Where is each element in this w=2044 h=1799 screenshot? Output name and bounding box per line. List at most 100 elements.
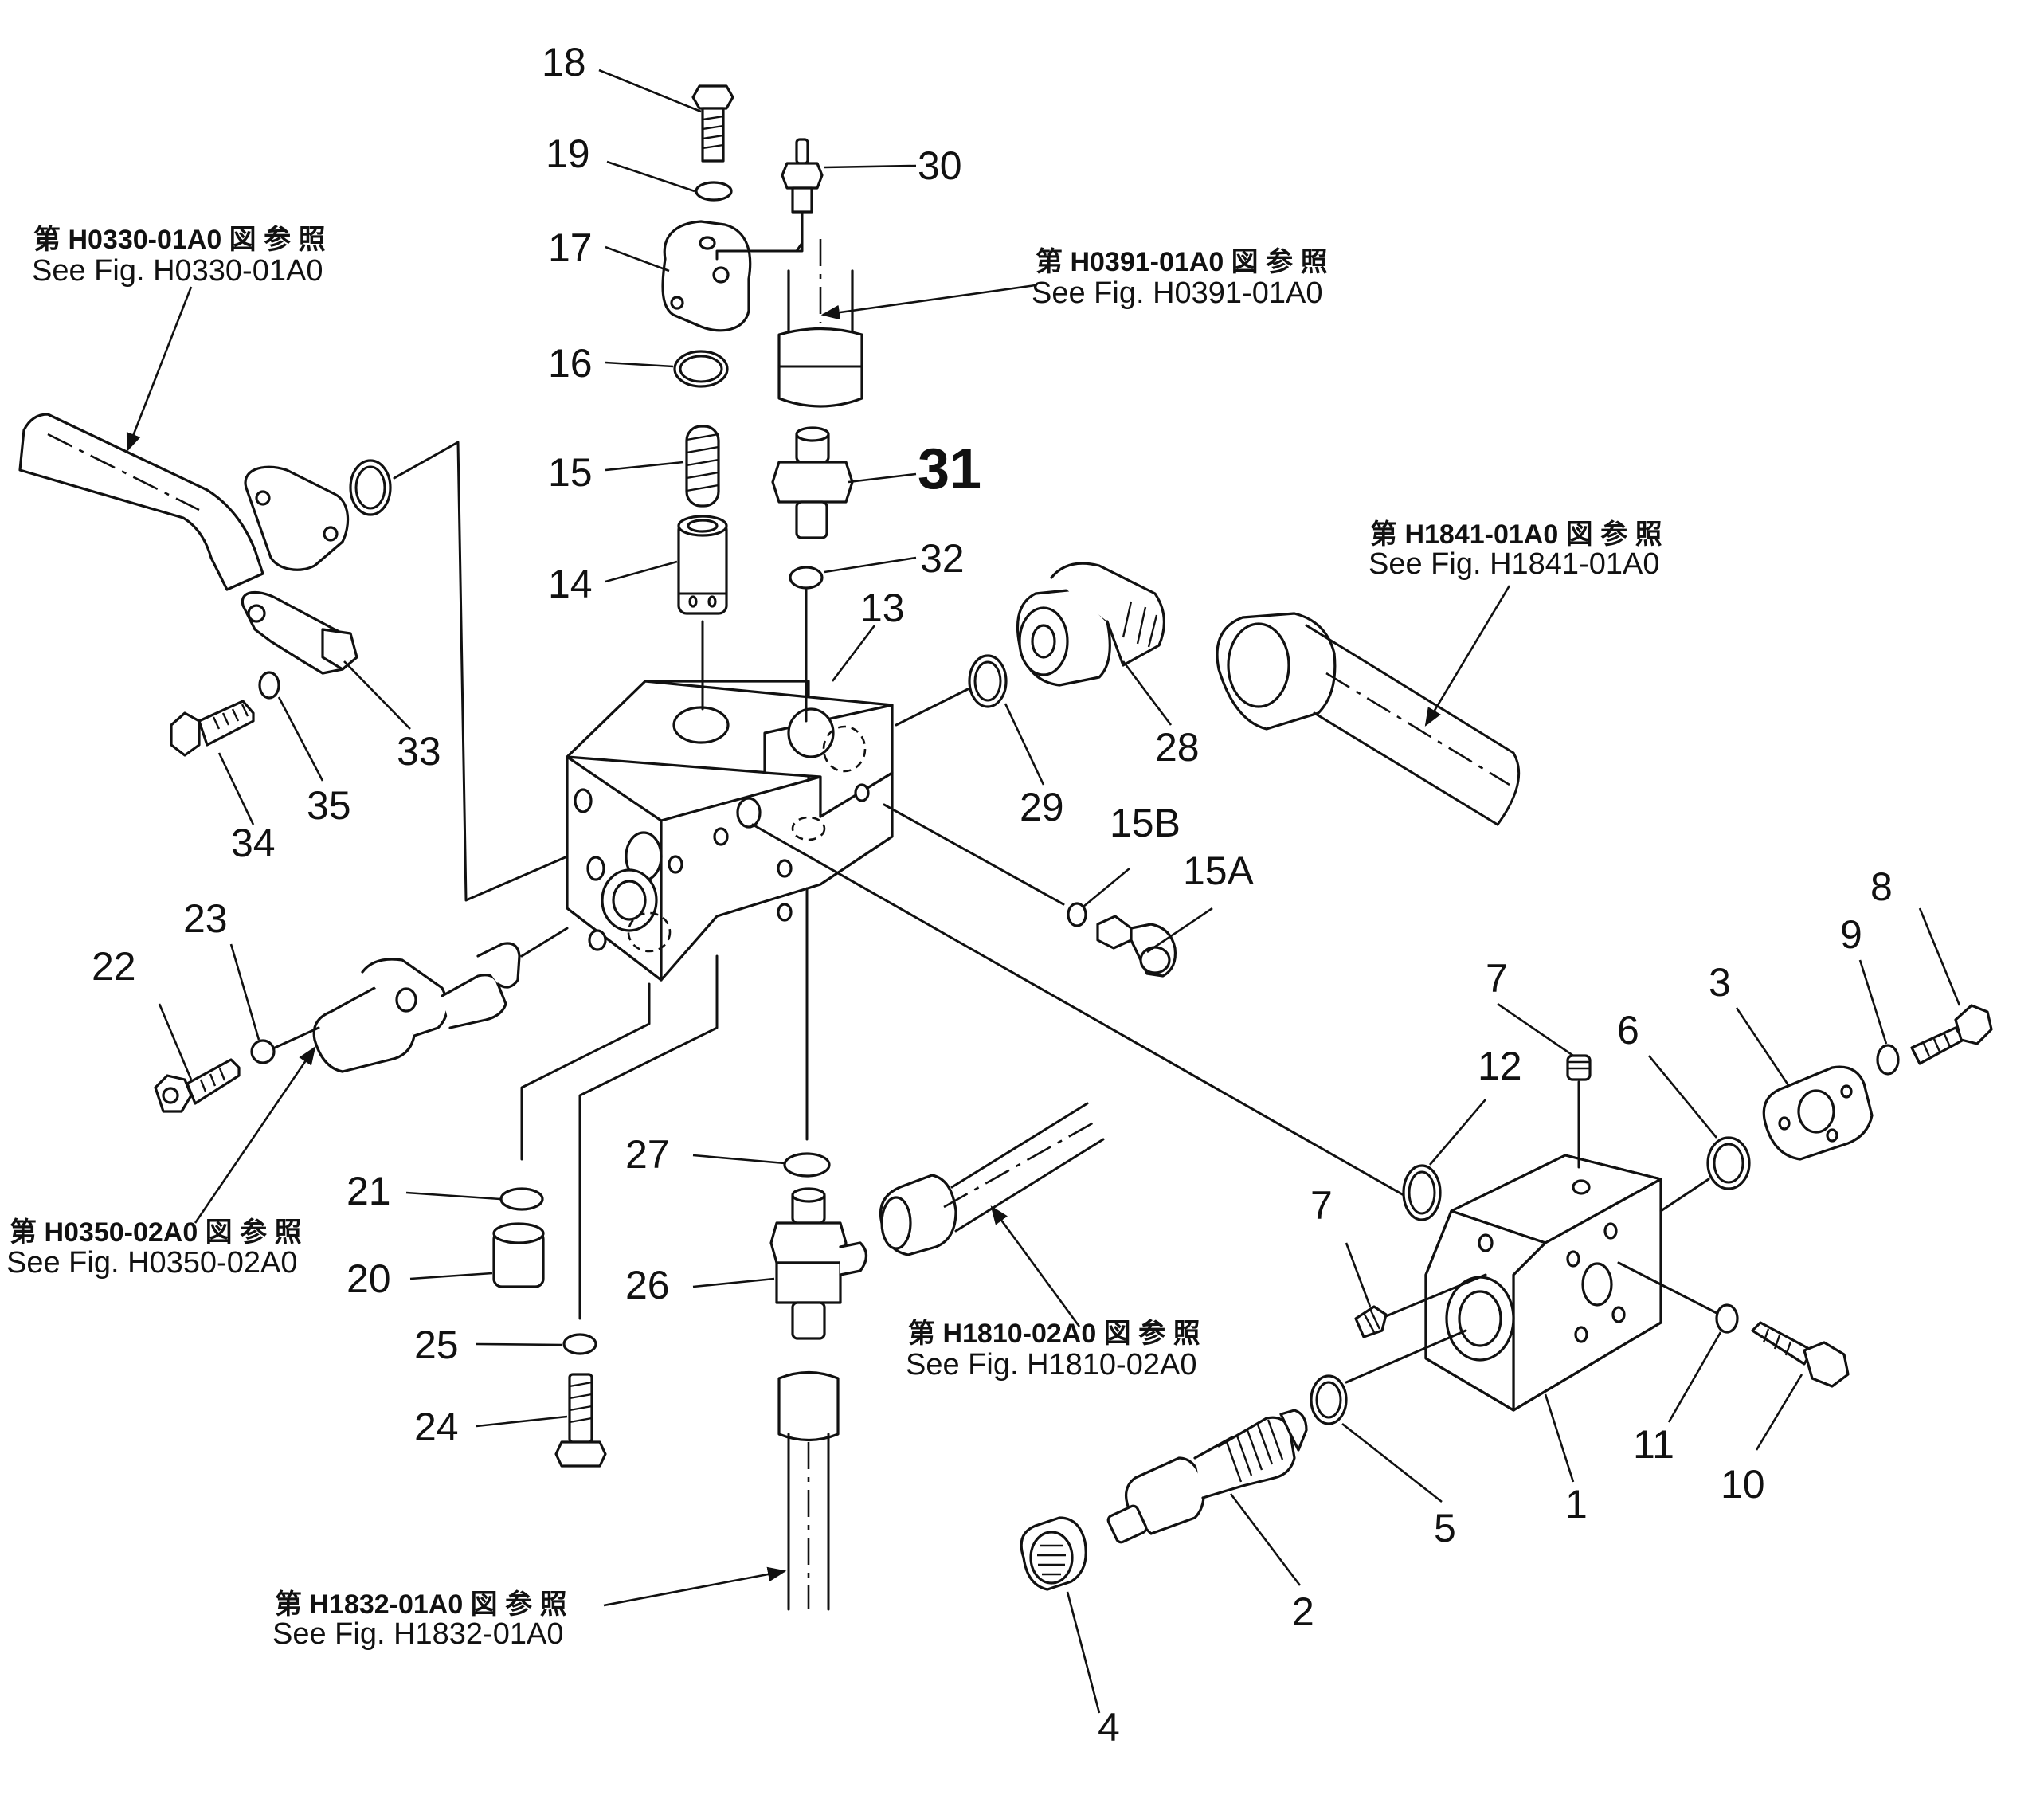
o-ring-16-inner: [679, 355, 723, 383]
cover-3: [1762, 1065, 1874, 1161]
callout-31: 31: [918, 437, 981, 501]
callout-26: 26: [625, 1263, 670, 1307]
guide-line-29: [895, 688, 969, 727]
check-valve-h0350: [312, 927, 569, 1073]
washer-25: [562, 1333, 597, 1355]
callout-14: 14: [548, 562, 593, 606]
ref-h1832-en: See Fig. H1832-01A0: [272, 1617, 563, 1651]
hose-h1832: [777, 1370, 840, 1611]
spool-14: [677, 515, 728, 615]
flange-cap-17: [661, 220, 752, 332]
callout-30: 30: [918, 143, 962, 188]
ref-h1841-jp: 第 H1841-01A0 図 参 照: [1370, 519, 1662, 550]
o-ring-29-inner: [973, 660, 1002, 702]
cap-bolt-18: [691, 84, 734, 163]
relief-valve-block: [1424, 1154, 1662, 1412]
cap-4: [1020, 1516, 1087, 1591]
adapter-31: [771, 426, 854, 539]
guide-line-15b: [883, 803, 1065, 906]
hose-h1810: [879, 1102, 1105, 1256]
tee-fitting-26: [769, 1187, 868, 1340]
ref-h1832-jp: 第 H1832-01A0 図 参 照: [275, 1589, 567, 1620]
ref-h0350-en: See Fig. H0350-02A0: [6, 1246, 297, 1280]
elbow-fitting-30: [781, 138, 824, 253]
callout-21: 21: [347, 1169, 391, 1213]
relief-valve-cartridge-2: [1106, 1409, 1308, 1544]
o-ring-flange-inner: [354, 465, 386, 510]
hose-h0330: [18, 413, 350, 591]
callout-10: 10: [1721, 1462, 1765, 1507]
callout-16: 16: [548, 341, 593, 386]
callout-6: 6: [1617, 1008, 1639, 1052]
plug-15a: [1096, 915, 1177, 978]
o-ring-32: [789, 566, 824, 590]
o-ring-27: [783, 1152, 831, 1178]
callout-7-top: 7: [1486, 956, 1508, 1001]
callout-33: 33: [397, 729, 441, 774]
plug-20: [492, 1222, 545, 1288]
callout-35: 35: [307, 783, 351, 828]
ref-h1810-jp: 第 H1810-02A0 図 参 照: [908, 1319, 1200, 1349]
callout-18: 18: [542, 40, 586, 84]
guide-line-12: [751, 823, 1405, 1197]
washer-35: [258, 671, 280, 700]
guide-line-6: [1659, 1178, 1710, 1213]
ref-h0391-en: See Fig. H0391-01A0: [1032, 276, 1322, 310]
callout-7-side: 7: [1310, 1183, 1333, 1228]
elbow-28: [1016, 562, 1166, 687]
plug-7-top: [1566, 1054, 1592, 1081]
callout-23: 23: [183, 896, 228, 941]
bolt-24: [554, 1373, 607, 1468]
callout-29: 29: [1020, 785, 1064, 829]
o-ring-21: [499, 1187, 544, 1211]
hose-end-h0391: [777, 239, 863, 408]
callout-numbers: 18 19 17 16 15 14 30 31 32 13 29 28 15B …: [92, 40, 1893, 1750]
callout-13: 13: [860, 586, 905, 630]
callout-25: 25: [414, 1323, 459, 1367]
spring-15: [685, 425, 720, 508]
hose-h1841: [1216, 612, 1521, 826]
bolt-8: [1910, 1004, 1993, 1065]
callout-15a: 15A: [1183, 849, 1255, 893]
split-flange-33: [241, 590, 358, 675]
guide-line-5: [1345, 1329, 1467, 1384]
ref-h0330-en: See Fig. H0330-01A0: [32, 254, 323, 288]
callout-22: 22: [92, 944, 136, 989]
callout-27: 27: [625, 1132, 670, 1177]
guide-line-11: [1617, 1261, 1718, 1315]
callout-15: 15: [548, 450, 593, 495]
bolt-22: [154, 1058, 241, 1113]
main-valve-block: [566, 680, 894, 982]
ref-h0391-jp: 第 H0391-01A0 図 参 照: [1036, 247, 1328, 277]
fitting-30-leader-path: [715, 234, 804, 261]
o-ring-5-inner: [1315, 1381, 1342, 1419]
callout-20: 20: [347, 1256, 391, 1301]
o-ring-12-inner: [1408, 1170, 1436, 1215]
callout-15b: 15B: [1110, 801, 1181, 845]
guide-line-flange: [393, 441, 569, 902]
callout-2: 2: [1292, 1589, 1314, 1634]
ref-h1841-en: See Fig. H1841-01A0: [1369, 547, 1659, 581]
guide-line-7-side: [1384, 1273, 1487, 1318]
callout-34: 34: [231, 821, 276, 865]
ref-h0350-jp: 第 H0350-02A0 図 参 照: [10, 1217, 302, 1248]
callout-3: 3: [1709, 960, 1731, 1005]
callout-8: 8: [1870, 864, 1893, 909]
callout-17: 17: [548, 225, 593, 270]
leader-lines: [158, 69, 1961, 1714]
o-ring-15b: [1067, 902, 1087, 927]
bolt-34: [170, 700, 255, 757]
callout-24: 24: [414, 1405, 459, 1449]
callout-28: 28: [1155, 725, 1200, 770]
washer-9: [1876, 1044, 1900, 1076]
callout-9: 9: [1840, 912, 1862, 957]
guide-line-21: [520, 982, 651, 1161]
callout-4: 4: [1098, 1705, 1120, 1750]
washer-23: [250, 1039, 276, 1064]
guide-line-25: [578, 954, 719, 1320]
o-ring-6-inner: [1713, 1143, 1744, 1184]
callout-32: 32: [920, 536, 965, 581]
callout-11: 11: [1633, 1422, 1674, 1467]
callout-1: 1: [1565, 1482, 1588, 1527]
ref-h1810-en: See Fig. H1810-02A0: [906, 1348, 1196, 1382]
